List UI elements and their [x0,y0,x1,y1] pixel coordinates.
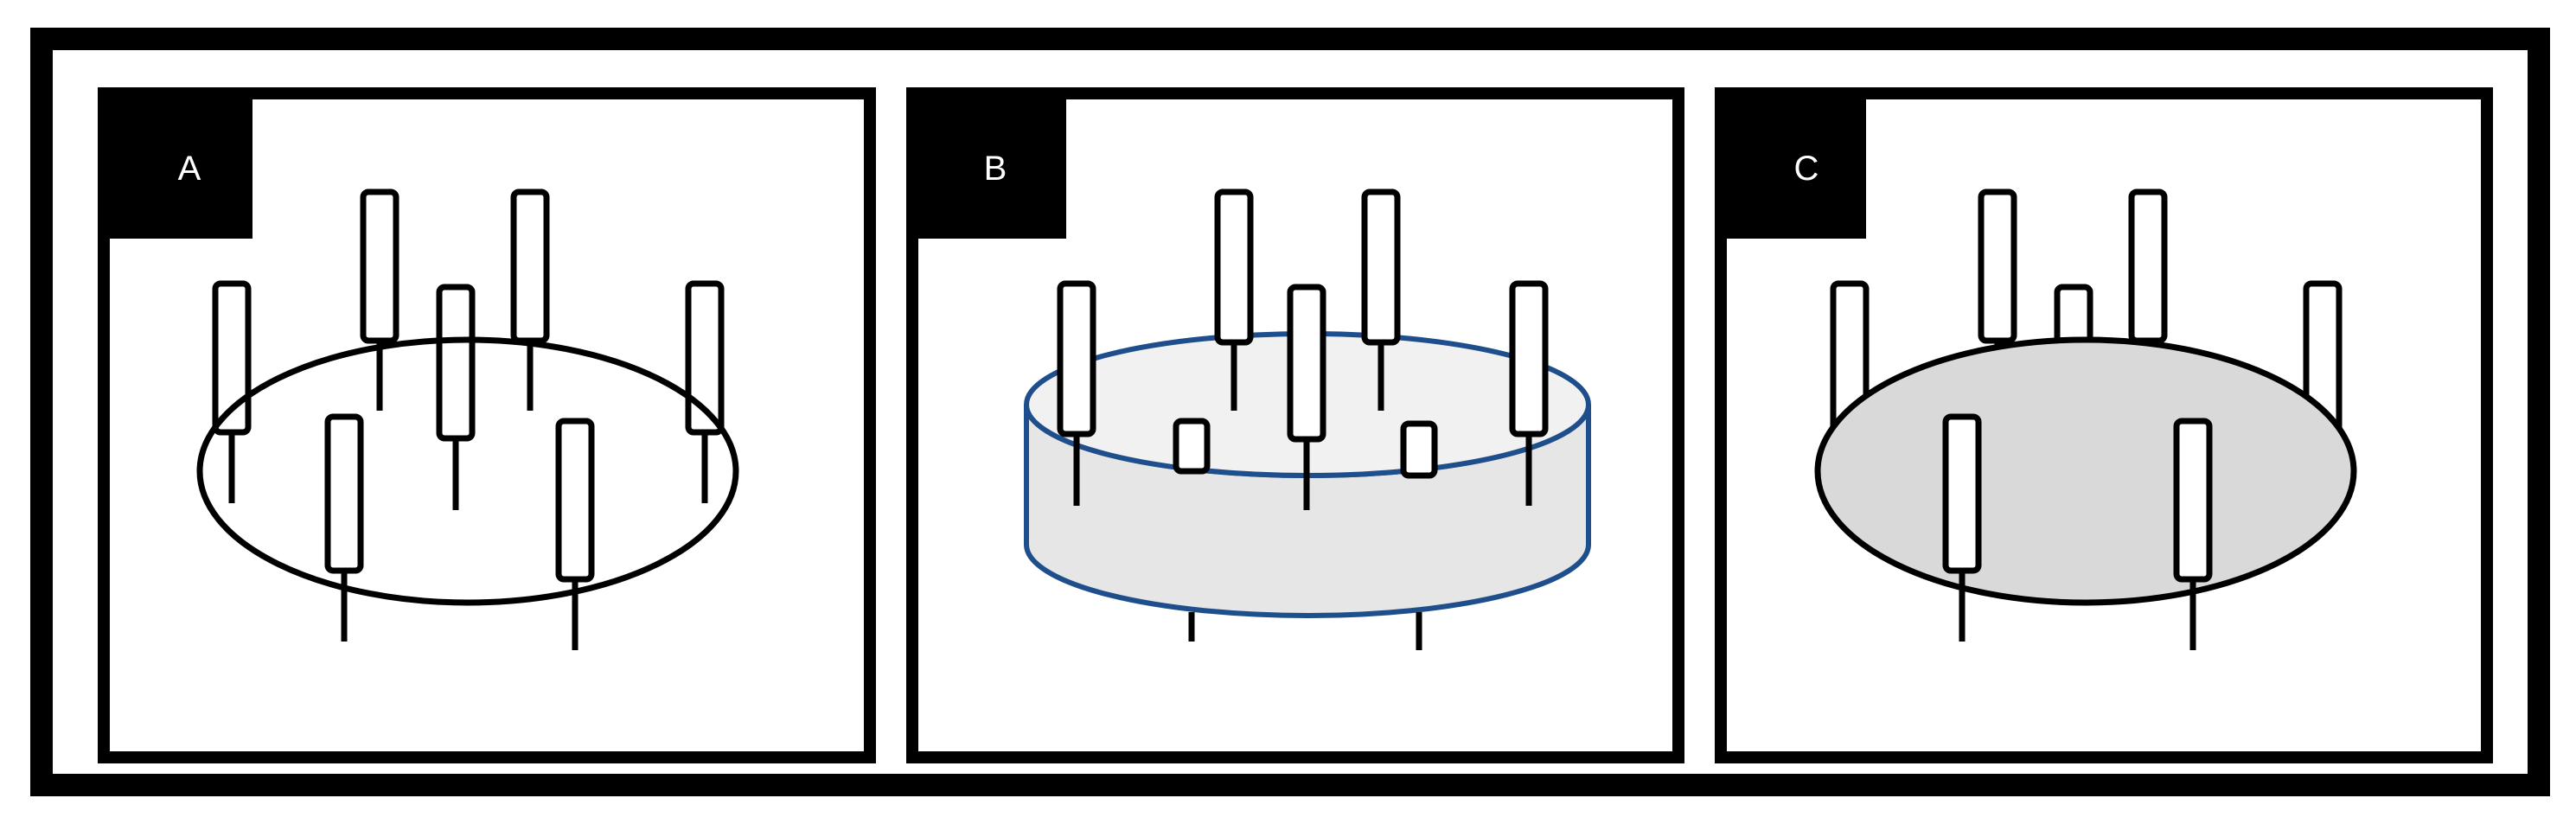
electrode-body [212,280,252,436]
panel-b-label: B [984,150,1007,188]
electrode-body [1361,188,1401,346]
electrode [2173,418,2213,650]
panel-c-label-box [1721,93,1866,239]
ellipse-filled [1814,336,2357,606]
electrode [1173,418,1211,475]
electrode-body [1509,280,1549,437]
panel-c-label: C [1794,150,1819,188]
electrode-body [2173,418,2213,583]
panel-b: B [906,87,1684,763]
electrode-body [1214,188,1254,346]
panel-c-border [1715,87,2493,763]
electrode [1400,420,1438,479]
electrode [685,280,725,503]
electrode-body [1057,280,1096,437]
panel-a-diagram [196,188,739,650]
electrode-body [324,413,364,574]
electrode-body [1978,188,2017,344]
outer-frame [30,28,2550,796]
electrode [212,280,252,503]
panel-c-diagram [1814,188,2357,650]
electrode-body [360,188,400,344]
electrode [555,418,595,650]
electrode-body [1942,413,1982,574]
electrode-body [1400,420,1438,479]
electrode-body [685,280,725,436]
electrode-body [1287,284,1326,443]
electrode-body [1173,418,1211,475]
panel-c: C [1715,87,2493,763]
electrode [1942,413,1982,642]
panel-a-label: A [178,150,201,188]
panel-a: A [98,87,876,763]
electrode-body [436,284,476,442]
electrode [436,284,476,510]
electrode [360,188,400,411]
ellipse-outline [196,336,739,606]
electrodes [1057,188,1549,650]
electrodes-back [212,188,725,510]
electrode-body [555,418,595,583]
electrode [324,413,364,642]
electrode [1057,280,1096,506]
electrode [1287,284,1326,510]
electrodes-front [324,413,595,650]
electrode-body [2128,188,2168,344]
electrode [1214,188,1254,411]
panel-b-diagram [1024,188,1591,650]
electrode-body [510,188,550,344]
panel-b-border [906,87,1684,763]
panel-a-border [98,87,876,763]
panel-b-label-box [912,93,1066,239]
electrodes-front [1942,413,2213,650]
electrode [510,188,550,411]
electrode [1509,280,1549,506]
panel-a-label-box [104,93,252,239]
electrode [1361,188,1401,411]
